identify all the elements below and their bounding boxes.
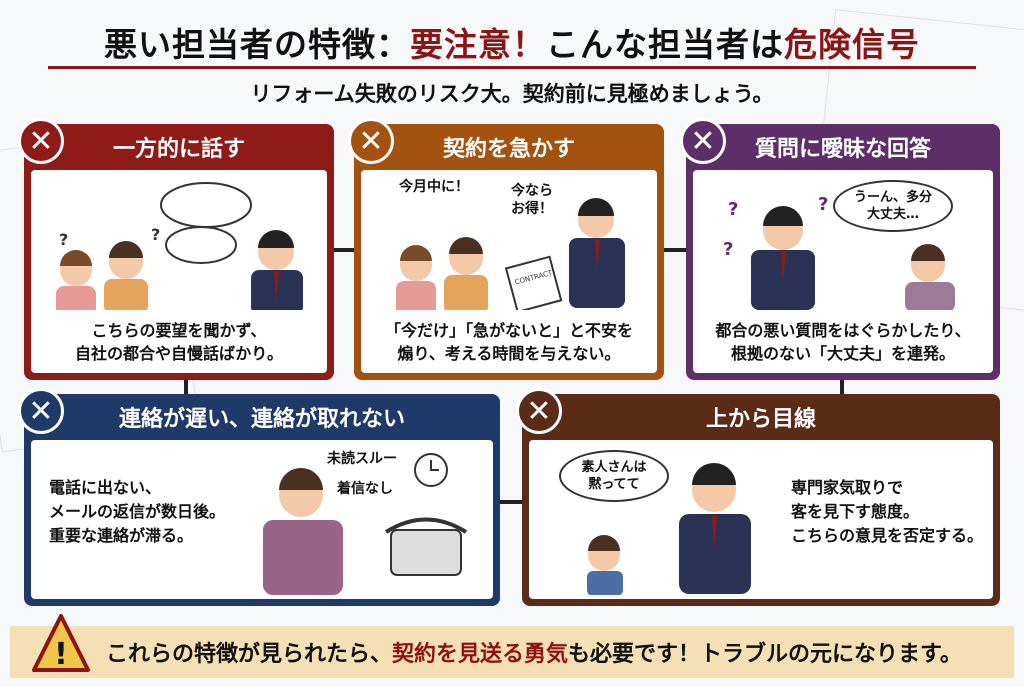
card-rushing-contract: ✕ 契約を急かす CONTRACT 今月中に！ 今ならお得！ 「今だけ」「急がな…	[348, 118, 664, 380]
close-icon: ✕	[516, 388, 562, 434]
card-title: 連絡が遅い、連絡が取れない	[118, 407, 405, 432]
card-one-sided-talk: ✕ 一方的に話す ?? こちらの要望を聞かず、自社の都合や自慢話ばかり。	[18, 118, 334, 380]
page-title: 悪い担当者の特徴：要注意！こんな担当者は危険信号	[104, 25, 920, 64]
card-text-line: 電話に出ない、	[49, 478, 162, 497]
svg-text:?: ?	[723, 239, 733, 260]
card-caption-line: こちらの要望を聞かず、	[91, 321, 267, 340]
card-slow-contact: ✕ 連絡が遅い、連絡が取れない 電話に出ない、 メールの返信が数日後。 重要な連…	[18, 388, 500, 606]
speech-bubble-amateur: 素人さんは黙ってて	[559, 450, 669, 502]
card-caption-line: 根拠のない「大丈夫」を連発。	[730, 344, 955, 363]
card-text-line: メールの返信が数日後。	[49, 502, 226, 521]
card-text-line: こちらの意見を否定する。	[791, 526, 984, 545]
connector	[330, 248, 356, 252]
illustration-vague-salesman: ???	[723, 194, 955, 312]
svg-text:!: !	[54, 637, 68, 672]
card-title: 一方的に話す	[112, 137, 245, 162]
card-title: 上から目線	[705, 407, 816, 432]
card-vague-answers: ✕ 質問に曖昧な回答 ??? うーん、多分大丈夫… 都合の悪い質問をはぐらかした…	[680, 118, 1000, 380]
card-text-line: 客を見下す態度。	[791, 502, 920, 521]
speech-bubble-vague: うーん、多分大丈夫…	[833, 180, 953, 232]
card-condescending: ✕ 上から目線 素人さんは黙ってて 専門家気取りで 客を見下す態度。 こちらの意…	[516, 388, 1000, 606]
svg-text:?: ?	[151, 225, 160, 244]
connector	[498, 500, 524, 504]
illustration-salesman-talking: ??	[56, 182, 303, 316]
speech-now-this-month: 今月中に！	[399, 179, 469, 195]
illustration-unanswered-phone	[263, 453, 468, 595]
card-title: 質問に曖昧な回答	[754, 137, 931, 162]
warning-icon: !	[32, 614, 90, 672]
speech-deal-now: 今ならお得！	[511, 183, 553, 217]
close-icon: ✕	[348, 118, 394, 164]
connector	[660, 248, 688, 252]
close-icon: ✕	[18, 118, 64, 164]
svg-text:?: ?	[818, 194, 828, 215]
card-text-line: 専門家気取りで	[791, 478, 904, 497]
card-title: 契約を急かす	[442, 137, 575, 162]
svg-text:?: ?	[728, 199, 738, 220]
label-unread: 未読スルー	[327, 451, 397, 467]
illustration-hurried-couple: CONTRACT	[396, 198, 625, 316]
close-icon: ✕	[680, 118, 726, 164]
card-caption-line: 「今だけ」「急がないと」と不安を	[384, 321, 633, 340]
card-caption-line: 煽り、考える時間を与えない。	[397, 344, 621, 363]
illustration-arrogant-salesman	[587, 463, 751, 595]
card-text-line: 重要な連絡が滞る。	[49, 526, 194, 545]
warning-banner: これらの特徴が見られたら、契約を見送る勇気も必要です！トラブルの元になります。	[10, 626, 1014, 678]
card-caption-line: 都合の悪い質問をはぐらかしたり、	[715, 321, 971, 340]
connector	[840, 378, 844, 396]
connector	[184, 378, 188, 396]
subtitle: リフォーム失敗のリスク大。契約前に見極めましょう。	[250, 82, 774, 106]
close-icon: ✕	[18, 388, 64, 434]
card-caption-line: 自社の都合や自慢話ばかり。	[74, 344, 283, 363]
svg-text:?: ?	[59, 230, 68, 249]
label-missed-call: 着信なし	[337, 481, 393, 497]
title-underline	[48, 66, 976, 69]
